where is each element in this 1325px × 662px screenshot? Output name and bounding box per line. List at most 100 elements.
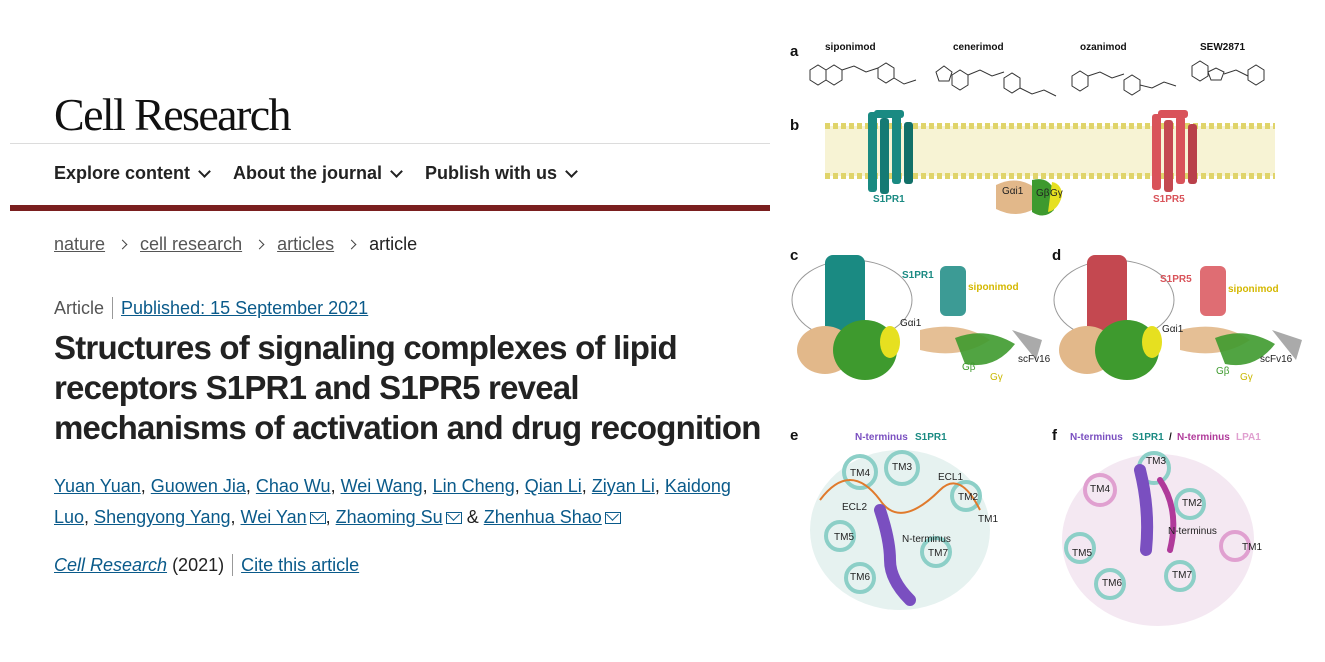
header-bar <box>10 205 770 211</box>
e-tm-label: TM2 <box>958 492 978 503</box>
d-siponimod-label: siponimod <box>1228 284 1279 295</box>
author-link[interactable]: Yuan Yuan <box>54 476 141 496</box>
s1pr1-cryoem-map <box>791 255 913 380</box>
c-s1pr1-label: S1PR1 <box>902 270 934 281</box>
d-gg-label: Gγ <box>1240 372 1253 383</box>
f-tm-label: TM5 <box>1072 548 1092 559</box>
nav-about-journal[interactable]: About the journal <box>233 163 403 184</box>
gai-label: Gαi1 <box>1002 186 1024 197</box>
divider <box>10 143 770 144</box>
d-s1pr5-label: S1PR5 <box>1160 274 1192 285</box>
f-tm-label: TM6 <box>1102 578 1122 589</box>
s1pr5-cryoem-map <box>1053 255 1175 380</box>
f-title-nterm-lpa1: N-terminus <box>1177 432 1230 443</box>
c-gb-label: Gβ <box>962 362 976 373</box>
e-title-s1pr1: S1PR1 <box>915 432 947 443</box>
c-siponimod-label: siponimod <box>968 282 1019 293</box>
e-ecl-label: ECL2 <box>842 502 867 513</box>
panel-label: b <box>790 117 799 134</box>
publication-year: (2021) <box>172 554 225 575</box>
e-tm-label: TM5 <box>834 532 854 543</box>
graphical-abstract-figure: a siponimod cenerimod ozanimod SEW2871 <box>780 30 1325 630</box>
e-structure <box>810 450 990 610</box>
e-tm-label: TM7 <box>928 548 948 559</box>
panel-label: d <box>1052 247 1061 264</box>
chevron-down-icon <box>565 164 578 178</box>
panel-label: e <box>790 427 798 444</box>
c-gg-label: Gγ <box>990 372 1003 383</box>
s1pr1-ribbon <box>920 266 1042 366</box>
f-title-s1pr1: S1PR1 <box>1132 432 1164 443</box>
article-title: Structures of signaling complexes of lip… <box>54 329 761 446</box>
mail-icon[interactable] <box>445 512 462 525</box>
panel-label: c <box>790 247 798 264</box>
separator <box>232 554 234 576</box>
f-title-slash: / <box>1169 432 1172 443</box>
chevron-down-icon <box>198 164 211 178</box>
gb-label: Gβ <box>1036 188 1050 199</box>
e-nterm-label: N-terminus <box>902 534 951 545</box>
panel-label: f <box>1052 427 1058 444</box>
d-scfv16-label: scFv16 <box>1260 354 1293 365</box>
author-link[interactable]: Lin Cheng <box>432 476 515 496</box>
article-page: Cell Research Explore content About the … <box>0 0 780 662</box>
e-ecl-label: ECL1 <box>938 472 963 483</box>
g-protein-complex <box>996 179 1062 216</box>
nav-label: Explore content <box>54 163 191 183</box>
breadcrumb: nature cell research articles article <box>54 234 417 255</box>
nav-explore-content[interactable]: Explore content <box>54 163 211 184</box>
f-structure <box>1062 451 1254 626</box>
mail-icon[interactable] <box>309 512 326 525</box>
author-link[interactable]: Zhenhua Shao <box>483 507 602 527</box>
author-link[interactable]: Shengyong Yang <box>94 507 231 527</box>
drug-name: cenerimod <box>953 42 1004 53</box>
author-link[interactable]: Zhaoming Su <box>335 507 443 527</box>
author-link[interactable]: Kaidong Luo <box>54 476 731 527</box>
e-tm-label: TM6 <box>850 572 870 583</box>
f-title-nterm: N-terminus <box>1070 432 1123 443</box>
breadcrumb-articles[interactable]: articles <box>277 234 335 254</box>
s1pr5-structure <box>1152 110 1197 192</box>
breadcrumb-current: article <box>369 234 418 254</box>
e-tm-label: TM3 <box>892 462 912 473</box>
journal-name-wrap: Cell Research <box>54 555 167 576</box>
f-nterm-label: N-terminus <box>1168 526 1217 537</box>
f-tm-label: TM1 <box>1242 542 1262 553</box>
author-ampersand: & <box>466 507 479 527</box>
d-gb-label: Gβ <box>1216 366 1230 377</box>
author-link[interactable]: Wei Yan <box>240 507 307 527</box>
s1pr1-structure <box>868 110 913 194</box>
c-gai-label: Gαi1 <box>900 318 922 329</box>
f-tm-label: TM3 <box>1146 456 1166 467</box>
article-type: Article <box>54 297 105 318</box>
f-title-lpa1: LPA1 <box>1236 432 1261 443</box>
figure-svg: a siponimod cenerimod ozanimod SEW2871 <box>790 42 1302 626</box>
mail-icon[interactable] <box>604 512 621 525</box>
gg-label: Gγ <box>1050 188 1063 199</box>
s1pr5-label: S1PR5 <box>1153 194 1185 205</box>
chevron-right-icon <box>346 239 357 250</box>
journal-name-link[interactable]: Cell Research <box>54 554 168 575</box>
published-date-link[interactable]: Published: 15 September 2021 <box>121 297 369 318</box>
e-tm-label: TM4 <box>850 468 870 479</box>
author-link[interactable]: Wei Wang <box>340 476 423 496</box>
author-link[interactable]: Ziyan Li <box>591 476 655 496</box>
chevron-right-icon <box>117 239 128 250</box>
e-title-nterm: N-terminus <box>855 432 908 443</box>
cite-this-article-link[interactable]: Cite this article <box>241 554 360 575</box>
citation-line: Cell Research (2021) Cite this article <box>54 554 359 576</box>
nav-publish-with-us[interactable]: Publish with us <box>425 163 578 184</box>
c-scfv16-label: scFv16 <box>1018 354 1051 365</box>
author-link[interactable]: Guowen Jia <box>150 476 246 496</box>
author-link[interactable]: Chao Wu <box>255 476 331 496</box>
f-tm-label: TM2 <box>1182 498 1202 509</box>
main-nav: Explore content About the journal Publis… <box>54 163 578 184</box>
author-link[interactable]: Qian Li <box>524 476 582 496</box>
breadcrumb-nature[interactable]: nature <box>54 234 106 254</box>
f-tm-label: TM4 <box>1090 484 1110 495</box>
nav-label: About the journal <box>233 163 383 183</box>
chemical-structures <box>809 60 1265 97</box>
breadcrumb-cell-research[interactable]: cell research <box>140 234 243 254</box>
s1pr5-ribbon <box>1180 266 1302 366</box>
journal-logo[interactable]: Cell Research <box>54 89 292 140</box>
